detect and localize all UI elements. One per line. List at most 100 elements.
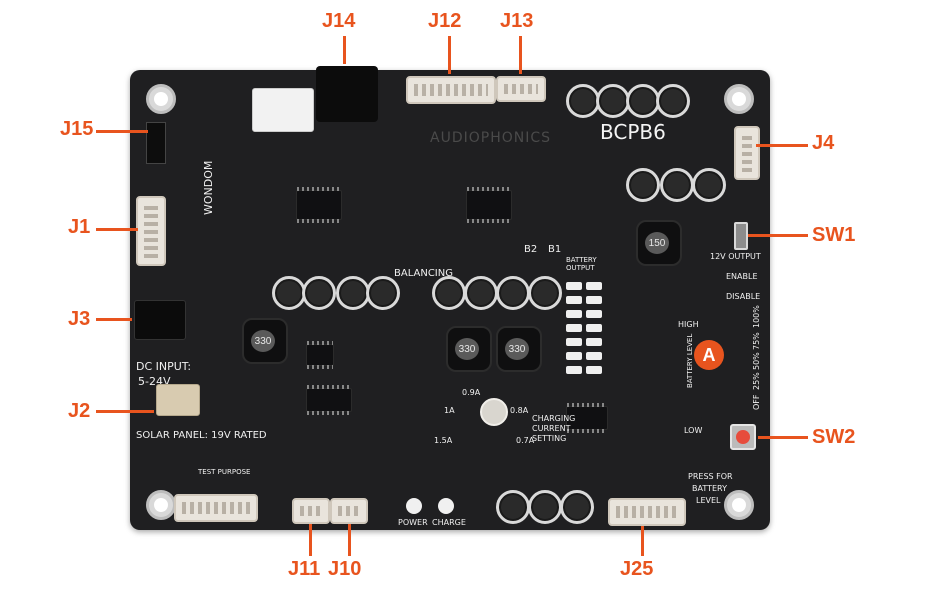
label-j1: J1 [68,216,91,238]
indicator-led [586,282,602,290]
level-100: 100% [752,305,761,328]
level-25: 25% [752,372,761,390]
indicator-led [566,296,582,304]
indicator-led [586,366,602,374]
capacitor [560,490,594,524]
disable-label: DISABLE [726,292,761,301]
output-12v-label: 12V OUTPUT [710,252,761,261]
board-title: BCPB6 [600,120,666,144]
low-label: LOW [684,426,703,435]
j10-connector [330,498,368,524]
j2-connector [156,384,200,416]
j1-connector [136,196,166,266]
indicator-led [566,282,582,290]
leader-line-j13 [519,36,522,74]
leader-line-sw2 [758,436,808,439]
test-connector [174,494,258,522]
leader-line-j12 [448,36,451,74]
mounting-hole-top-left [146,84,176,114]
capacitor [366,276,400,310]
j13-connector [496,76,546,102]
charge-led [438,498,454,514]
leader-line-j15 [96,130,148,133]
capacitor [566,84,600,118]
level-75: 75% [752,332,761,350]
sw2-button[interactable] [730,424,756,450]
leader-line-j14 [343,36,346,64]
indicator-led [586,310,602,318]
brand-watermark: AUDIOPHONICS [430,130,552,146]
current-value-15a: 1.5A [434,436,453,445]
current-value-09a: 0.9A [462,388,481,397]
current-value-08a: 0.8A [510,406,529,415]
label-j25: J25 [620,558,654,580]
mounting-hole-top-right [724,84,754,114]
label-j11: J11 [288,558,321,580]
current-value-1a: 1A [444,406,455,415]
mounting-hole-bottom-right [724,490,754,520]
j14-connector [316,66,378,122]
label-j10: J10 [328,558,362,580]
indicator-led [566,338,582,346]
label-sw1: SW1 [812,224,856,246]
capacitor [432,276,466,310]
indicator-led [566,366,582,374]
label-j3: J3 [68,308,91,330]
level-off: OFF [752,394,761,411]
leader-line-j10 [348,524,351,556]
indicator-led [566,310,582,318]
capacitor [660,168,694,202]
high-label: HIGH [678,320,699,329]
sw1-switch[interactable] [734,222,748,250]
inductor: 150 [636,220,682,266]
mounting-hole-bottom-left [146,490,176,520]
battery-output-label: BATTERY OUTPUT [566,256,597,272]
indicator-led [586,296,602,304]
current-potentiometer[interactable] [480,398,508,426]
indicator-led [566,352,582,360]
label-j13: J13 [500,10,534,32]
battery-level-label: BATTERY LEVEL [686,333,694,388]
j25-connector [608,498,686,526]
label-sw2: SW2 [812,426,856,448]
capacitor [302,276,336,310]
capacitor [626,84,660,118]
leader-line-j4 [756,144,808,147]
capacitor [496,276,530,310]
capacitor [626,168,660,202]
current-value-07a: 0.7A [516,436,535,445]
logo-text: WONDOM [202,160,215,215]
indicator-led [586,338,602,346]
inductor: 330 [496,326,542,372]
capacitor [656,84,690,118]
ic-chip [306,385,352,415]
b1-label: B1 [548,244,562,255]
capacitor [528,490,562,524]
ic-chip [306,341,334,369]
charging-label: CHARGING CURRENT SETTING [532,414,576,443]
power-label: POWER [398,518,428,527]
charge-label: CHARGE [432,518,466,527]
capacitor [464,276,498,310]
level-label: LEVEL [696,496,721,505]
capacitor [496,490,530,524]
ic-chip [466,187,512,223]
dc-input-label: DC INPUT: [136,360,192,373]
capacitor [272,276,306,310]
level-50: 50% [752,352,761,370]
leader-line-sw1 [748,234,808,237]
battery-label: BATTERY [692,484,727,493]
capacitor [336,276,370,310]
label-j12: J12 [428,10,462,32]
label-j15: J15 [60,118,94,140]
j12-connector [406,76,496,104]
capacitor [528,276,562,310]
circuit-board: BCPB6 AUDIOPHONICS WONDOM DC INPUT: 5-24… [130,66,770,530]
leader-line-j11 [309,524,312,556]
leader-line-j25 [641,526,644,556]
callout-a-badge: A [694,340,724,370]
label-j2: J2 [68,400,91,422]
power-led [406,498,422,514]
j15-header [146,122,166,164]
indicator-led [586,324,602,332]
